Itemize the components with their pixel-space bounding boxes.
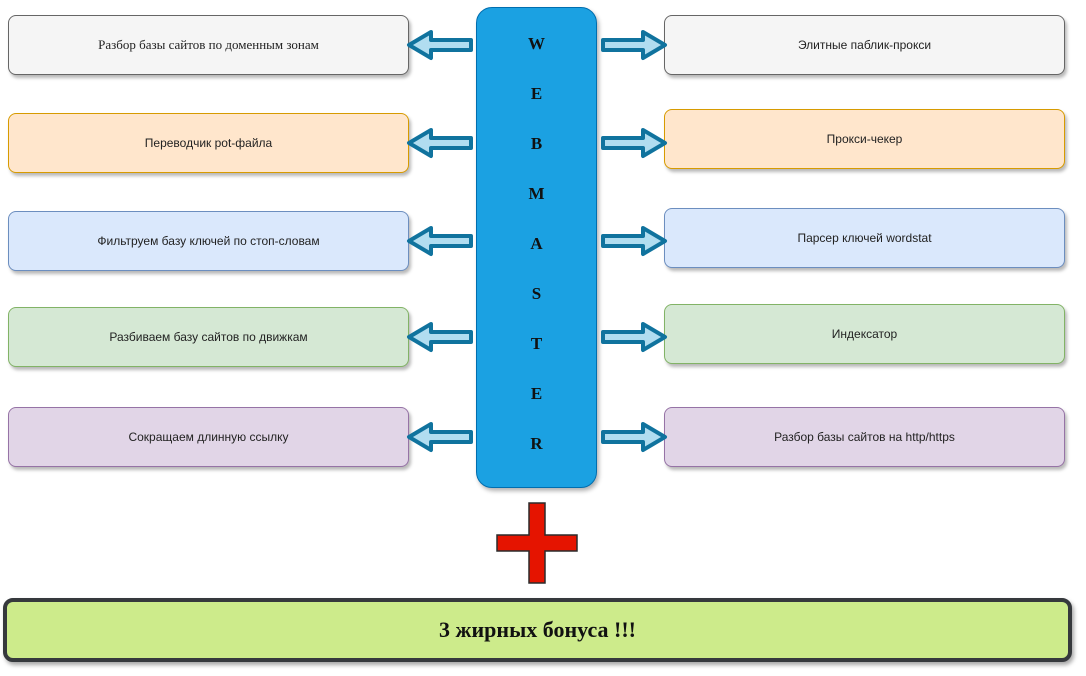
right-box-wordstat-parser: Парсер ключей wordstat	[664, 208, 1065, 268]
left-box-stopwords-filter: Фильтруем базу ключей по стоп-словам	[8, 211, 409, 271]
arrow-right-icon	[601, 226, 667, 256]
right-box-indexer: Индексатор	[664, 304, 1065, 364]
left-box-label: Разбиваем базу сайтов по движкам	[109, 330, 308, 344]
webmaster-letter: B	[530, 134, 543, 153]
arrow-left-icon	[407, 128, 473, 158]
left-box-engine-split: Разбиваем базу сайтов по движкам	[8, 307, 409, 367]
right-box-http-https: Разбор базы сайтов на http/https	[664, 407, 1065, 467]
left-box-url-shortener: Сокращаем длинную ссылку	[8, 407, 409, 467]
bonus-banner: 3 жирных бонуса !!!	[3, 598, 1072, 662]
arrow-right-icon	[601, 128, 667, 158]
left-box-label: Фильтруем базу ключей по стоп-словам	[97, 234, 320, 248]
right-box-proxy-checker: Прокси-чекер	[664, 109, 1065, 169]
arrow-left-icon	[407, 30, 473, 60]
webmaster-letter: S	[531, 284, 542, 303]
plus-icon	[496, 502, 578, 584]
webmaster-letter: E	[530, 384, 543, 403]
right-box-label: Прокси-чекер	[826, 132, 903, 146]
left-box-domain-zones: Разбор базы сайтов по доменным зонам	[8, 15, 409, 75]
webmaster-column: W E B M A S T E R	[476, 7, 597, 488]
right-box-label: Индексатор	[831, 327, 898, 341]
left-box-label: Разбор базы сайтов по доменным зонам	[98, 37, 319, 52]
webmaster-letter: E	[530, 84, 543, 103]
right-box-label: Разбор базы сайтов на http/https	[774, 430, 955, 444]
arrow-right-icon	[601, 30, 667, 60]
arrow-left-icon	[407, 422, 473, 452]
arrow-right-icon	[601, 322, 667, 352]
webmaster-letter: M	[528, 184, 545, 203]
left-box-label: Переводчик pot-файла	[144, 136, 273, 150]
webmaster-letter: W	[528, 34, 545, 53]
bonus-label: 3 жирных бонуса !!!	[439, 617, 636, 642]
webmaster-letter: A	[530, 234, 543, 253]
right-box-elite-proxies: Элитные паблик-прокси	[664, 15, 1065, 75]
webmaster-letter: R	[530, 434, 543, 453]
arrow-left-icon	[407, 226, 473, 256]
left-box-label: Сокращаем длинную ссылку	[128, 430, 289, 444]
right-box-label: Элитные паблик-прокси	[797, 38, 932, 52]
left-box-pot-translator: Переводчик pot-файла	[8, 113, 409, 173]
arrow-right-icon	[601, 422, 667, 452]
arrow-left-icon	[407, 322, 473, 352]
right-box-label: Парсер ключей wordstat	[797, 231, 932, 245]
webmaster-letter: T	[530, 334, 543, 353]
